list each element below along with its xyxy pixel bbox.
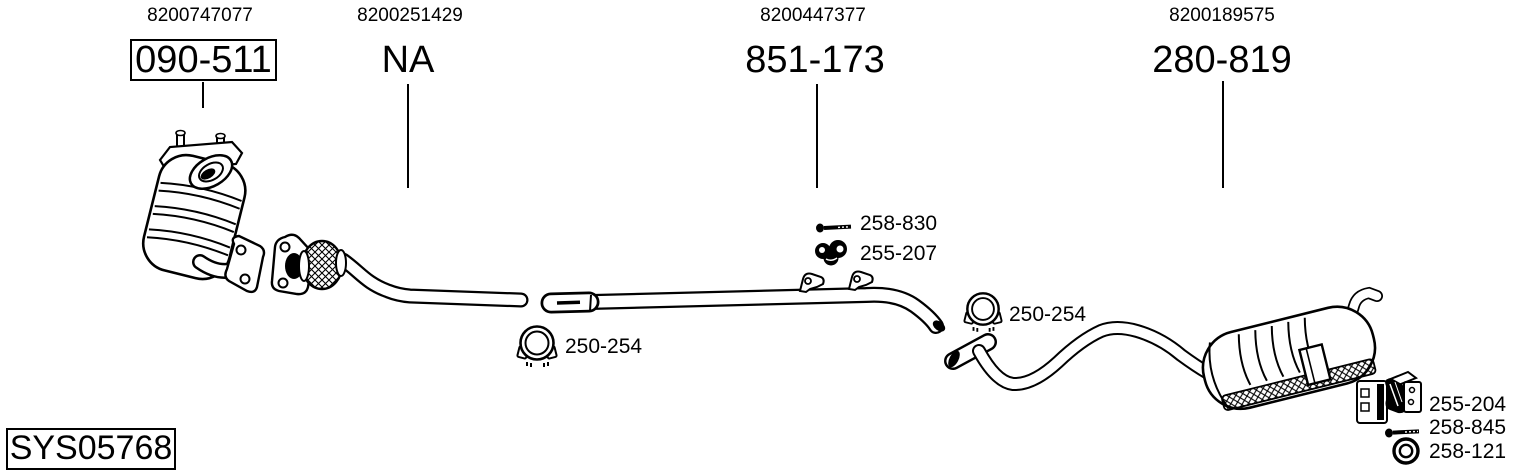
cat-outlet-flange — [224, 234, 266, 294]
part-label-bolt-rear[interactable]: 258-845 — [1429, 416, 1507, 439]
leader-lines — [202, 81, 1224, 188]
part-label-bolt-mid[interactable]: 258-830 — [860, 212, 938, 235]
part-label-clamp-rear[interactable]: 250-254 — [1009, 303, 1087, 326]
part-label-clamp-front[interactable]: 250-254 — [565, 335, 643, 358]
muffler-art — [1201, 305, 1377, 411]
part-code-090-511[interactable]: 090-511 — [130, 39, 277, 81]
part-label-hanger-rear[interactable]: 255-204 — [1429, 393, 1507, 416]
oem-number-1: 8200747077 — [147, 5, 253, 26]
rear-pipe-art — [944, 321, 1215, 391]
front-flex-pipe-art — [270, 233, 529, 308]
oem-number-3: 8200447377 — [760, 5, 866, 26]
pipe-hanger-icon — [847, 270, 874, 292]
oem-number-2: 8200251429 — [357, 5, 463, 26]
part-code-851-173[interactable]: 851-173 — [745, 39, 885, 81]
catalytic-converter-art — [141, 129, 266, 294]
part-label-hanger-mid[interactable]: 255-207 — [860, 242, 938, 265]
part-code-280-819[interactable]: 280-819 — [1152, 39, 1292, 81]
gasket-ring-icon — [1392, 437, 1420, 465]
system-id-badge: SYS05768 — [6, 428, 176, 470]
part-label-ring-rear[interactable]: 258-121 — [1429, 440, 1507, 463]
rear-hanger-bracket-icon — [1356, 370, 1422, 424]
pipe-clamp-icon — [515, 325, 559, 369]
part-code-na[interactable]: NA — [381, 39, 435, 81]
centre-pipe-art — [540, 270, 946, 334]
rubber-hanger-icon — [815, 240, 847, 266]
bolt-icon — [816, 223, 852, 233]
oem-number-4: 8200189575 — [1169, 5, 1275, 26]
pipe-hanger-icon — [798, 272, 825, 294]
bolt-icon — [1385, 428, 1420, 438]
pipe-clamp-icon — [962, 292, 1004, 334]
